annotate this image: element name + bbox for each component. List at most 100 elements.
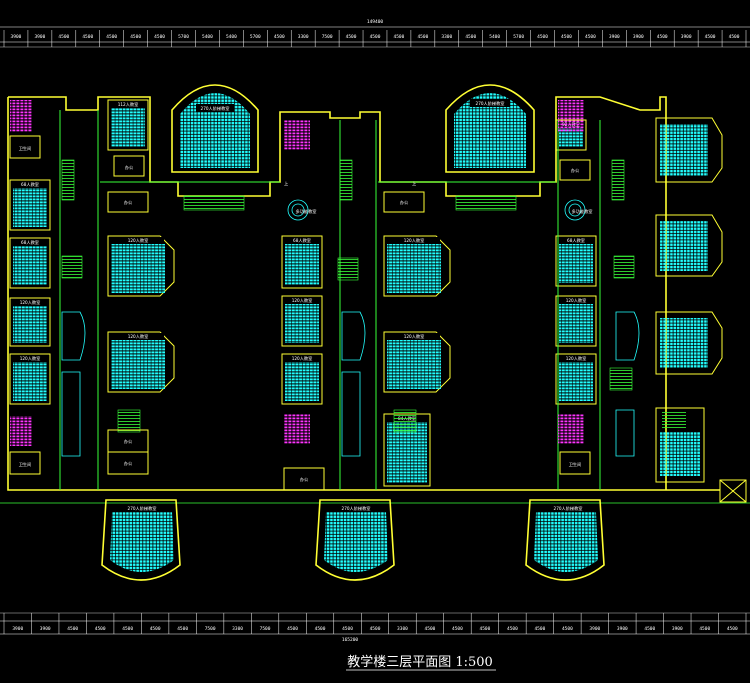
dimension-value: 4500 [315,626,326,632]
classroom: 120人教室 [281,295,323,347]
office-label: 办公 [124,438,133,445]
classroom: 120人教室 [383,235,451,297]
dimension-value: 4500 [699,626,710,632]
dimension-value: 5400 [226,34,237,40]
dimension-value: 4500 [274,34,285,40]
classroom: 120人教室 [107,235,175,297]
dimension-value: 4500 [58,34,69,40]
classroom-label: 68人教室 [567,237,585,244]
office-label: 办公 [125,164,134,171]
classroom-label: 120人教室 [292,297,313,304]
dimension-value: 7500 [260,626,271,632]
lecture-hall-label: 270人阶梯教室 [128,505,157,512]
dimension-value: 4500 [95,626,106,632]
right-wing [655,117,723,483]
dimension-value: 3900 [672,626,683,632]
circulation: 多功能教室 多功能教室 上 上 [59,110,640,490]
up-marker: 上 [284,180,288,186]
lecture-hall-label: 270人阶梯教室 [554,505,583,512]
dimension-value: 4500 [122,626,133,632]
dimension-value: 3900 [11,34,22,40]
dimension-value: 3900 [34,34,45,40]
dimension-value: 4500 [130,34,141,40]
dimension-value: 4500 [154,34,165,40]
top-total-dimension: 149400 [367,19,384,25]
top-dimension-strip: 3900 3900 4500 4500 4500 4500 4500 5700 5400 5400… [0,19,750,48]
classroom-label: 120人教室 [128,237,149,244]
dimension-value: 5400 [202,34,213,40]
bottom-auditorium-3: 270人阶梯教室 [525,499,605,581]
drawing-title: 教学楼三层平面图 1:500 [347,654,493,670]
lecture-hall-label: 270人阶梯教室 [476,100,505,107]
dimension-value: 3300 [298,34,309,40]
dimension-value: 5700 [513,34,524,40]
dimension-value: 4500 [425,626,436,632]
dimension-value: 4500 [729,34,740,40]
classroom-label: 120人教室 [20,355,41,362]
dimension-value: 4500 [585,34,596,40]
dimension-value: 5700 [178,34,189,40]
dimension-value: 5400 [489,34,500,40]
building-outline [7,96,747,503]
dimension-value: 4500 [562,626,573,632]
dimension-value: 4500 [370,626,381,632]
classroom: 68人教室 [555,235,597,287]
classroom-label: 120人教室 [404,237,425,244]
dimension-value: 3300 [232,626,243,632]
bottom-total-dimension: 165200 [342,637,359,643]
classroom-label: 120人教室 [566,297,587,304]
dimension-value: 4500 [480,626,491,632]
dimension-value: 4500 [106,34,117,40]
dimension-value: 4500 [465,34,476,40]
top-auditorium-right: 270人阶梯教室 [445,84,535,173]
office-label: 办公 [300,476,309,483]
dimension-value: 3300 [397,626,408,632]
office-label: 办公 [124,460,133,467]
bottom-auditorium-1: 270人阶梯教室 [101,499,181,581]
dimension-value: 4500 [644,626,655,632]
bottom-auditorium-2: 270人阶梯教室 [315,499,395,581]
classroom-label: 112人教室 [118,101,139,108]
classroom: 68人教室 [9,237,51,289]
top-auditorium-left: 270人阶梯教室 [171,84,259,173]
classroom-label: 120人教室 [404,333,425,340]
dimension-value: 3900 [617,626,628,632]
dimension-value: 3900 [681,34,692,40]
dimension-value: 4500 [287,626,298,632]
dimension-value: 3300 [441,34,452,40]
dimension-value: 4500 [507,626,518,632]
dimension-value: 4500 [370,34,381,40]
classroom-label: 120人教室 [566,355,587,362]
dimension-value: 3900 [12,626,23,632]
classroom-label: 68人教室 [21,239,39,246]
classroom-blocks: 68人教室 68人教室 120人教室 120人教室 112人教室 120人教室 120人教室… [9,99,597,487]
dimension-value: 4500 [346,34,357,40]
dimension-value: 4500 [452,626,463,632]
classroom: 120人教室 [107,331,175,393]
classroom: 112人教室 [107,99,149,151]
office-label: 办公 [400,199,409,206]
classroom: 120人教室 [555,295,597,347]
up-marker: 上 [412,180,416,186]
toilet-label: 卫生间 [19,145,32,152]
multi-function-room-label: 多功能教室 [296,208,317,215]
dimension-value: 4500 [537,34,548,40]
dimension-value: 4500 [177,626,188,632]
multi-function-room-label: 多功能教室 [572,208,593,215]
dimension-value: 4500 [82,34,93,40]
dimension-value: 4500 [394,34,405,40]
pink-fixtures [10,100,584,446]
dimension-value: 5700 [250,34,261,40]
dimension-value: 3900 [589,626,600,632]
classroom: 120人教室 [383,331,451,393]
classroom: 120人教室 [9,297,51,347]
dimension-value: 4500 [150,626,161,632]
dimension-value: 4500 [342,626,353,632]
dimension-value: 3900 [40,626,51,632]
classroom: 68人教室 [9,179,51,231]
lecture-hall-label: 270人阶梯教室 [201,105,230,112]
classroom: 68人教室 [281,235,323,289]
small-rooms: 办公 办公 办公 办公 办公 办公 办公 卫生间 卫生间 卫生间 [9,135,591,491]
